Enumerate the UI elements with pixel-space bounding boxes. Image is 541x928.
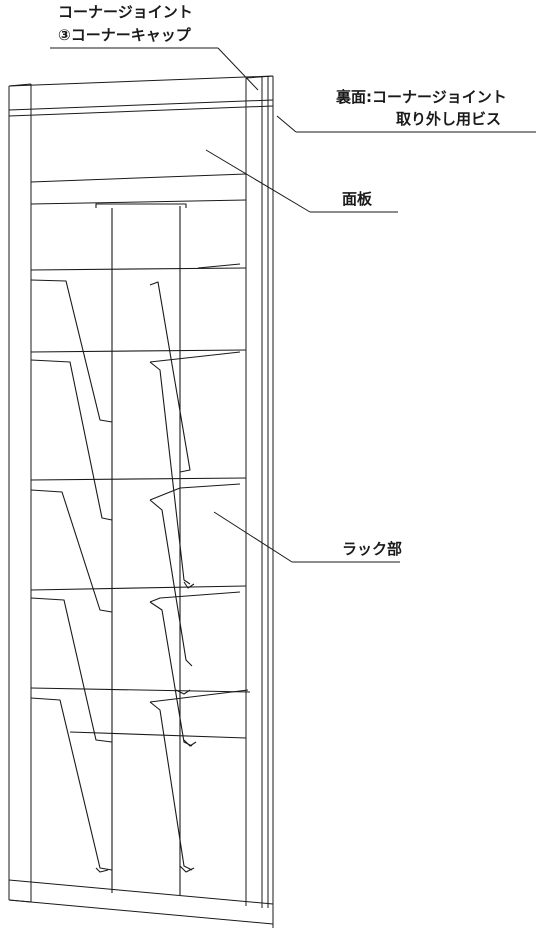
rack-wire bbox=[30, 203, 251, 895]
label-face-plate: 面板 bbox=[342, 190, 373, 208]
label-corner-joint: コーナージョイント bbox=[58, 3, 193, 21]
leader-lines bbox=[50, 47, 536, 563]
label-rack-part: ラック部 bbox=[342, 540, 403, 558]
frame bbox=[8, 75, 274, 928]
label-back-joint-screw: 取り外し用ビス bbox=[396, 110, 502, 128]
label-back-joint: 裏面:コーナージョイント bbox=[336, 88, 507, 106]
label-corner-cap: ③コーナーキャップ bbox=[58, 26, 191, 44]
